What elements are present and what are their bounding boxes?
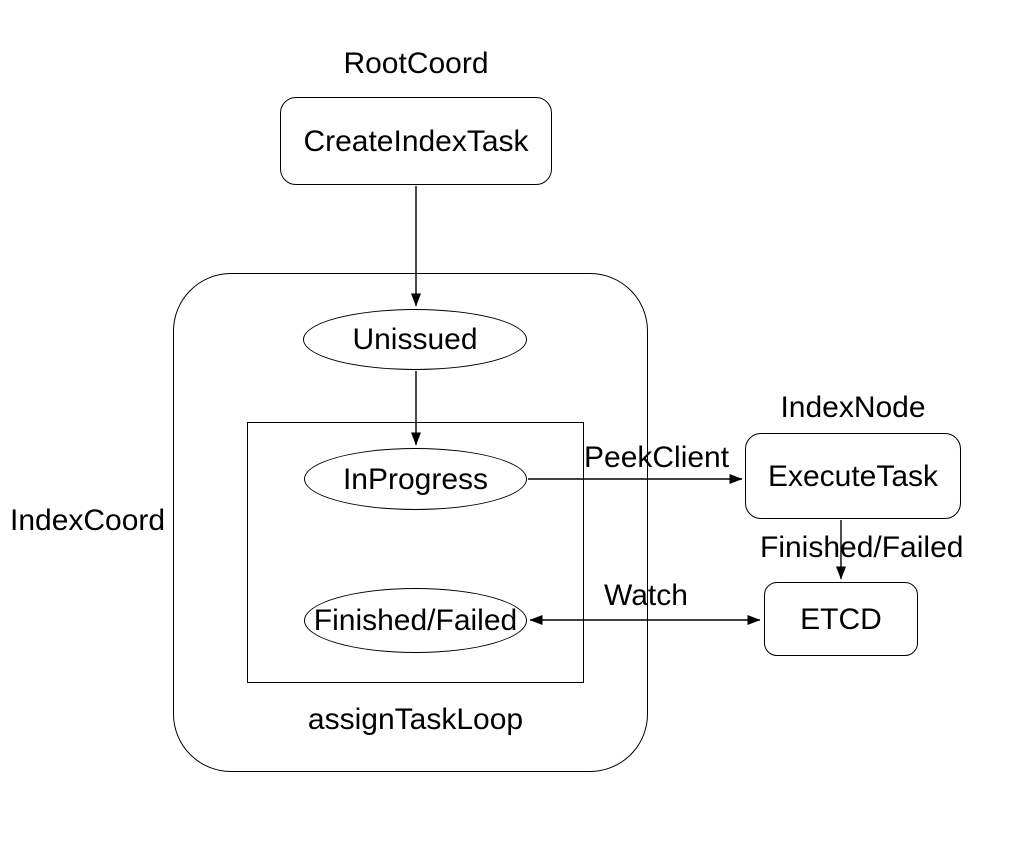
edge-label-watch: Watch <box>604 579 688 612</box>
group-label-indexcoord: IndexCoord <box>10 504 166 537</box>
node-in-progress-label: InProgress <box>342 462 489 496</box>
node-finished-failed: Finished/Failed <box>304 588 527 653</box>
node-etcd-label: ETCD <box>800 602 882 636</box>
node-execute-task-label: ExecuteTask <box>767 459 939 493</box>
group-label-assigntaskloop: assignTaskLoop <box>307 703 524 736</box>
edge-label-peekclient: PeekClient <box>584 441 730 474</box>
node-unissued: Unissued <box>303 309 527 370</box>
container-index-coord <box>173 273 648 772</box>
group-label-rootcoord: RootCoord <box>343 47 489 80</box>
node-unissued-label: Unissued <box>352 323 478 356</box>
node-etcd: ETCD <box>764 582 918 656</box>
node-finished-failed-label: Finished/Failed <box>313 604 518 637</box>
node-create-index-task: CreateIndexTask <box>280 97 552 185</box>
group-label-indexnode: IndexNode <box>780 391 926 424</box>
edge-label-finished-failed: Finished/Failed <box>760 531 964 564</box>
node-create-index-task-label: CreateIndexTask <box>303 124 529 158</box>
node-in-progress: InProgress <box>304 448 527 510</box>
node-execute-task: ExecuteTask <box>745 433 961 519</box>
